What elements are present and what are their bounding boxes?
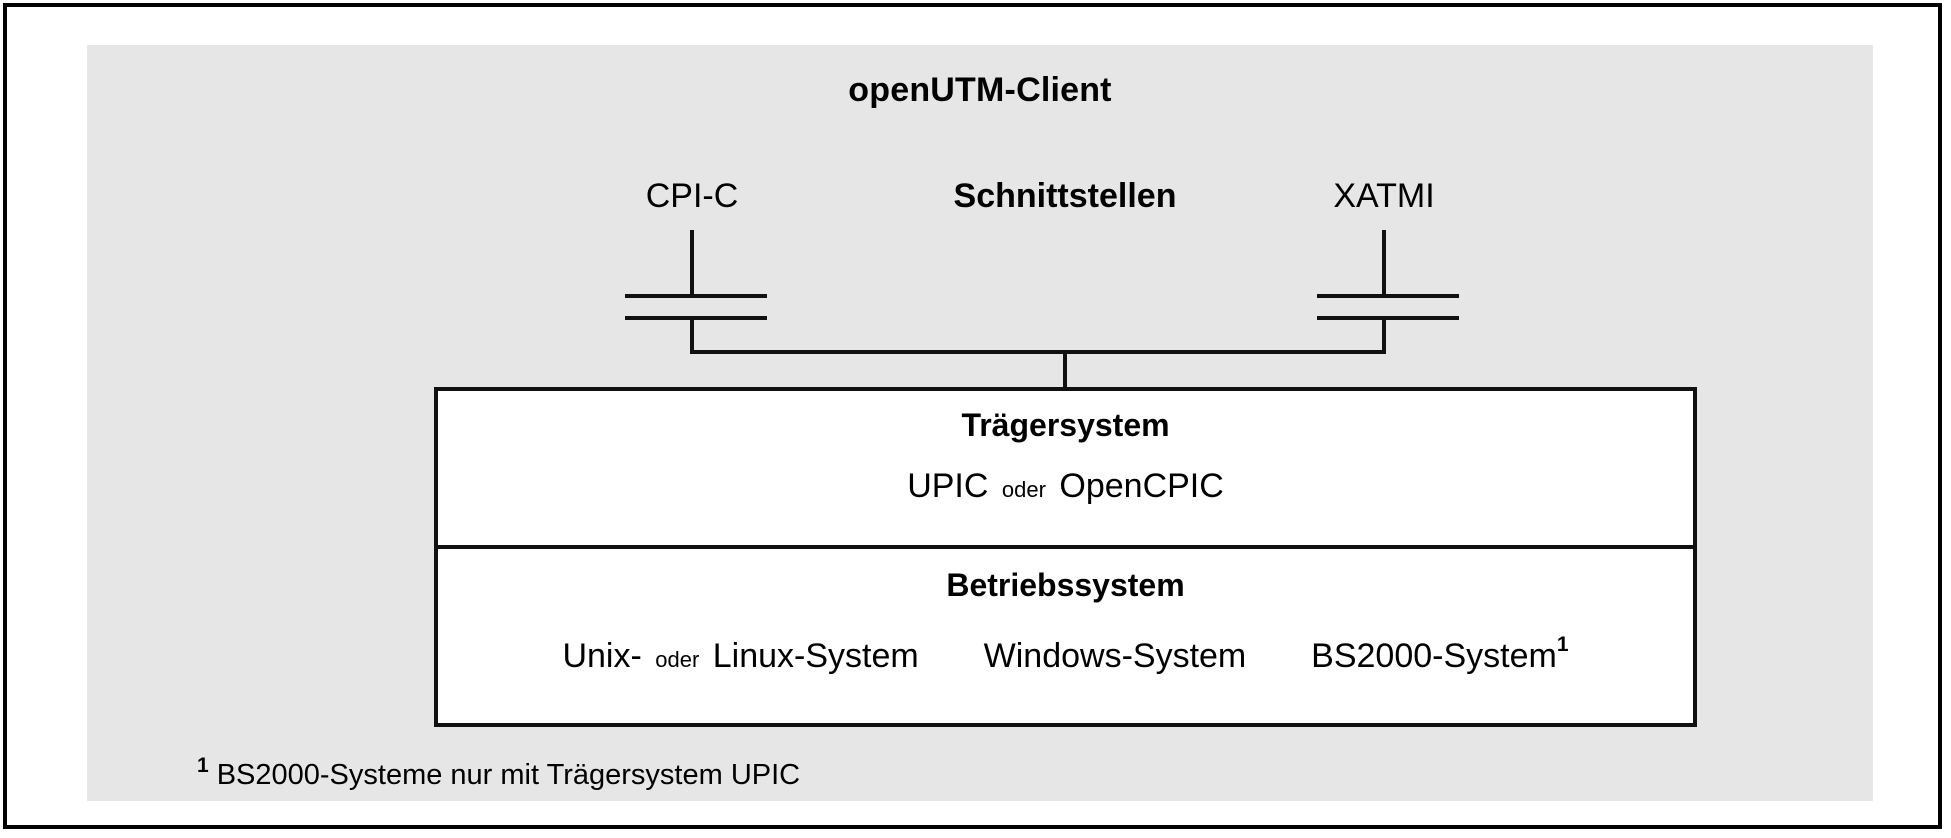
system-stack-box: Trägersystem UPIC oder OpenCPIC Betriebs… [434, 387, 1697, 727]
connector-stem-top-icon [1382, 230, 1386, 297]
os-linux: Linux-System [712, 637, 919, 675]
layer-traegersystem-body: UPIC oder OpenCPIC [438, 467, 1693, 506]
os-unix: Unix- [562, 637, 642, 675]
connector-bus-line [690, 350, 1386, 354]
layer-betriebssystem-body: Unix- oder Linux-System Windows-System B… [438, 634, 1693, 676]
connector-stem-top-icon [690, 230, 694, 297]
connector-stem-bottom-icon [1382, 316, 1386, 354]
diagram-panel: openUTM-Client CPI-C Schnittstellen XATM… [87, 45, 1873, 801]
carrier-upic: UPIC [907, 467, 989, 505]
carrier-conjunction: oder [1001, 477, 1046, 502]
connector-bar-lower-icon [1317, 316, 1459, 320]
interface-label-xatmi: XATMI [1333, 177, 1435, 215]
figure-outer-frame: openUTM-Client CPI-C Schnittstellen XATM… [3, 3, 1942, 829]
layer-traegersystem: Trägersystem UPIC oder OpenCPIC [438, 391, 1693, 549]
figure-title: openUTM-Client [848, 71, 1112, 109]
os-bs2000: BS2000-System [1311, 637, 1557, 675]
footnote-marker: 1 [197, 754, 209, 777]
connector-bar-lower-icon [625, 316, 767, 320]
footnote: 1 BS2000-Systeme nur mit Trägersystem UPI… [197, 755, 801, 792]
layer-betriebssystem-heading: Betriebssystem [946, 567, 1185, 603]
carrier-opencpic: OpenCPIC [1059, 467, 1224, 505]
os-windows: Windows-System [983, 637, 1247, 675]
layer-betriebssystem: Betriebssystem Unix- oder Linux-System W… [438, 549, 1693, 727]
interface-label-cpic: CPI-C [645, 177, 739, 215]
connector-drop-line [1063, 350, 1067, 389]
connector-bar-upper-icon [1317, 294, 1459, 298]
os-conjunction: oder [655, 647, 700, 672]
footnote-text: BS2000-Systeme nur mit Trägersystem UPIC [216, 759, 801, 791]
interfaces-heading: Schnittstellen [953, 177, 1177, 215]
layer-traegersystem-heading: Trägersystem [961, 407, 1170, 443]
connector-stem-bottom-icon [690, 316, 694, 354]
connector-bar-upper-icon [625, 294, 767, 298]
os-bs2000-footnote-marker: 1 [1556, 633, 1569, 656]
